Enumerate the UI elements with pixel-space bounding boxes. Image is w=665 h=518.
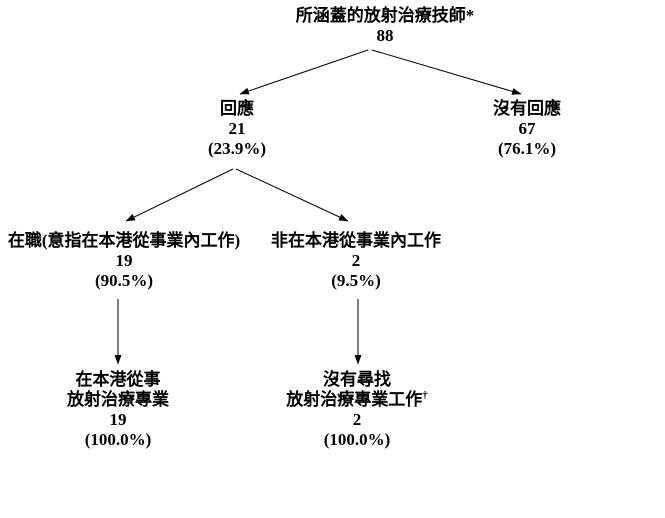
node-not-employed: 非在本港從事業內工作 2 (9.5%) <box>271 231 441 291</box>
not-seeking-percent: (100.0%) <box>323 430 391 449</box>
connector-root-to-responded <box>239 49 369 95</box>
connector-responded-to-not-employed <box>235 168 349 222</box>
dagger-footnote-mark: † <box>422 389 428 402</box>
node-root: 所涵蓋的放射治療技師* 88 <box>296 6 475 46</box>
practicing-value: 19 <box>109 410 127 429</box>
node-no-response: 沒有回應 67 (76.1%) <box>493 99 561 159</box>
employed-percent: (90.5%) <box>94 271 154 290</box>
not-employed-value: 2 <box>351 251 361 270</box>
connector-responded-to-employed <box>125 168 234 222</box>
practicing-label-line2: 放射治療專業 <box>67 390 169 409</box>
node-responded: 回應 21 (23.9%) <box>208 99 266 159</box>
node-not-seeking: 沒有尋找 放射治療專業工作† 2 (100.0%) <box>286 370 428 450</box>
responded-percent: (23.9%) <box>207 139 267 158</box>
no-response-value: 67 <box>518 119 536 138</box>
root-label: 所涵蓋的放射治療技師* <box>295 6 475 25</box>
node-practicing: 在本港從事 放射治療專業 19 (100.0%) <box>67 370 169 450</box>
employed-label: 在職(意指在本港從事業內工作) <box>7 231 241 250</box>
responded-value: 21 <box>228 119 246 138</box>
not-seeking-value: 2 <box>352 410 362 429</box>
node-employed: 在職(意指在本港從事業內工作) 19 (90.5%) <box>8 231 240 291</box>
not-employed-percent: (9.5%) <box>331 271 381 290</box>
connector-root-to-no-response <box>371 49 522 95</box>
practicing-percent: (100.0%) <box>84 430 152 449</box>
not-seeking-label-line2-text: 放射治療專業工作 <box>286 390 423 409</box>
root-value: 88 <box>376 26 394 45</box>
no-response-label: 沒有回應 <box>493 99 561 118</box>
not-seeking-label-line1: 沒有尋找 <box>323 370 391 389</box>
responded-label: 回應 <box>219 99 254 118</box>
employed-value: 19 <box>115 251 133 270</box>
no-response-percent: (76.1%) <box>497 139 557 158</box>
not-employed-label: 非在本港從事業內工作 <box>271 231 441 250</box>
not-seeking-label-line2: 放射治療專業工作† <box>286 390 428 410</box>
practicing-label-line1: 在本港從事 <box>75 370 161 389</box>
